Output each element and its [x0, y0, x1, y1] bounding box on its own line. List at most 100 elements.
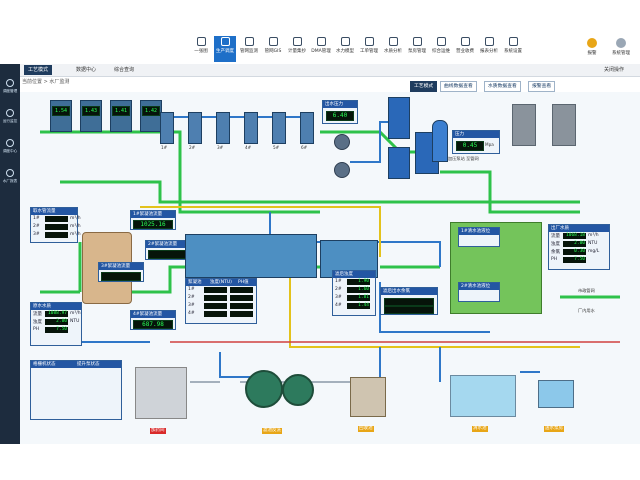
- outlet-label: 厂内用水: [578, 308, 595, 313]
- pump-icon[interactable]: [334, 162, 350, 178]
- valve-column[interactable]: [160, 112, 174, 144]
- pressure-tank[interactable]: [432, 120, 448, 162]
- header-cell: PH值: [238, 280, 249, 285]
- ptab-alarm[interactable]: 报警查看: [528, 81, 556, 92]
- valve-column[interactable]: [244, 112, 258, 144]
- ptab-quality[interactable]: 水质数据查看: [484, 81, 521, 92]
- row-value: 1088.97: [45, 311, 68, 317]
- bottom-label: 送水泵房: [544, 426, 564, 432]
- tab-data-center[interactable]: 数据中心: [76, 67, 97, 73]
- row-value: 1.90: [347, 279, 370, 285]
- clear-pool[interactable]: [450, 375, 516, 417]
- nav-label: 系统设置: [504, 49, 522, 54]
- sedimentation-basin[interactable]: [185, 234, 317, 278]
- recovery-tank[interactable]: [350, 377, 386, 417]
- gear-icon[interactable]: [282, 374, 314, 406]
- row-label: 4#: [188, 311, 195, 316]
- pressure-display: 6.40: [326, 111, 354, 121]
- source-pump[interactable]: [50, 100, 72, 132]
- row-label: 2#: [335, 287, 342, 292]
- flow-value: [148, 250, 188, 259]
- row-label: 浊度: [551, 242, 560, 247]
- panel-row: 1#: [186, 286, 256, 294]
- close-action[interactable]: 关闭操作: [604, 67, 625, 73]
- row-unit: m³/h: [70, 232, 81, 237]
- nav-item-12[interactable]: 报表分析: [478, 36, 500, 62]
- source-pump[interactable]: [110, 100, 132, 132]
- sidebar-item-2[interactable]: 调度中心: [0, 136, 20, 162]
- row-label: 1#: [335, 279, 342, 284]
- nav-item-2[interactable]: 管网监测: [238, 36, 260, 62]
- nav-item-3[interactable]: 管网GIS: [262, 36, 284, 62]
- gray-housing: [512, 104, 536, 146]
- flow-box-2: 2#絮凝池流量: [145, 240, 191, 260]
- bottom-label: 清水池: [472, 426, 488, 432]
- sidebar-item-1[interactable]: 运行监控: [0, 106, 20, 132]
- row-unit: m³/h: [70, 224, 81, 229]
- ptab-process[interactable]: 工艺模式: [410, 81, 438, 92]
- nav-item-10[interactable]: 综合运维: [430, 36, 452, 62]
- pump-house[interactable]: [538, 380, 574, 408]
- nav-label: DMA管理: [311, 49, 331, 54]
- nav-item-7[interactable]: 工单管理: [358, 36, 380, 62]
- row-value: 0.30: [563, 249, 586, 255]
- pump-icon[interactable]: [334, 134, 350, 150]
- nav-label: 营业收费: [456, 49, 474, 54]
- nav-item-8[interactable]: 水质分析: [382, 36, 404, 62]
- row-value: 1.60: [347, 287, 370, 293]
- sidebar-item-3[interactable]: 水厂报表: [0, 166, 20, 192]
- panel-title: 2#清水池液位: [459, 283, 499, 290]
- pump-readout: 1.42: [142, 106, 160, 116]
- breadcrumb: 当前位置 > 水厂监测: [22, 79, 70, 85]
- source-pump[interactable]: [80, 100, 102, 132]
- row-value: [45, 216, 68, 222]
- alarm-button[interactable]: 报警: [583, 38, 601, 62]
- sedimentation-panel: 絮凝池 浊度(NTU) PH值 1#2#3#4#: [185, 278, 257, 324]
- map-icon: [196, 37, 206, 46]
- row-value: 1.44: [347, 303, 370, 309]
- valve-column[interactable]: [300, 112, 314, 144]
- panel-title: 滤后浊度: [333, 271, 375, 278]
- tab-process-mode[interactable]: 工艺模式: [24, 65, 53, 75]
- outlet-value: [384, 306, 434, 314]
- control-cabinet[interactable]: [388, 147, 410, 179]
- model-icon: [340, 37, 350, 46]
- nav-item-5[interactable]: DMA管理: [310, 36, 332, 62]
- valve-column[interactable]: [188, 112, 202, 144]
- nav-item-13[interactable]: 系统设置: [502, 36, 524, 62]
- valve-column[interactable]: [216, 112, 230, 144]
- row-unit: m³/h: [70, 216, 81, 221]
- sidebar-item-0[interactable]: 调度管理: [0, 76, 20, 102]
- control-cabinet[interactable]: [388, 97, 410, 139]
- center-icon: [6, 139, 14, 147]
- nav-item-4[interactable]: 计量集抄: [286, 36, 308, 62]
- nav-label: 泵房管理: [408, 49, 426, 54]
- pressure-box: 压力 0.45 Mpa: [452, 130, 500, 154]
- nav-item-1[interactable]: 生产调度: [214, 36, 236, 62]
- row-label: 2#: [33, 224, 40, 229]
- nav-item-0[interactable]: 一张图: [190, 36, 212, 62]
- eye-icon: [6, 109, 14, 117]
- alarm-label: 报警: [587, 51, 597, 56]
- flow-label: 2#絮凝池流量: [146, 241, 190, 248]
- pump-readout: 1.43: [82, 106, 100, 116]
- tab-query[interactable]: 综合查询: [114, 67, 135, 73]
- user-label: 系统管理: [612, 51, 630, 56]
- gear-icon[interactable]: [245, 370, 283, 408]
- bottom-label: 回收池: [358, 426, 374, 432]
- valve-column[interactable]: [272, 112, 286, 144]
- nav-item-11[interactable]: 营业收费: [454, 36, 476, 62]
- row-value: [204, 311, 227, 317]
- nav-item-9[interactable]: 泵房管理: [406, 36, 428, 62]
- ptab-curves[interactable]: 曲线数据查看: [440, 81, 477, 92]
- panel-row: 2# 1.60: [333, 286, 375, 294]
- row-value: [204, 295, 227, 301]
- user-menu[interactable]: 系统管理: [606, 38, 636, 62]
- source-pump[interactable]: [140, 100, 162, 132]
- nav-label: 水力模型: [336, 49, 354, 54]
- nav-item-6[interactable]: 水力模型: [334, 36, 356, 62]
- dosing-room[interactable]: [135, 367, 187, 419]
